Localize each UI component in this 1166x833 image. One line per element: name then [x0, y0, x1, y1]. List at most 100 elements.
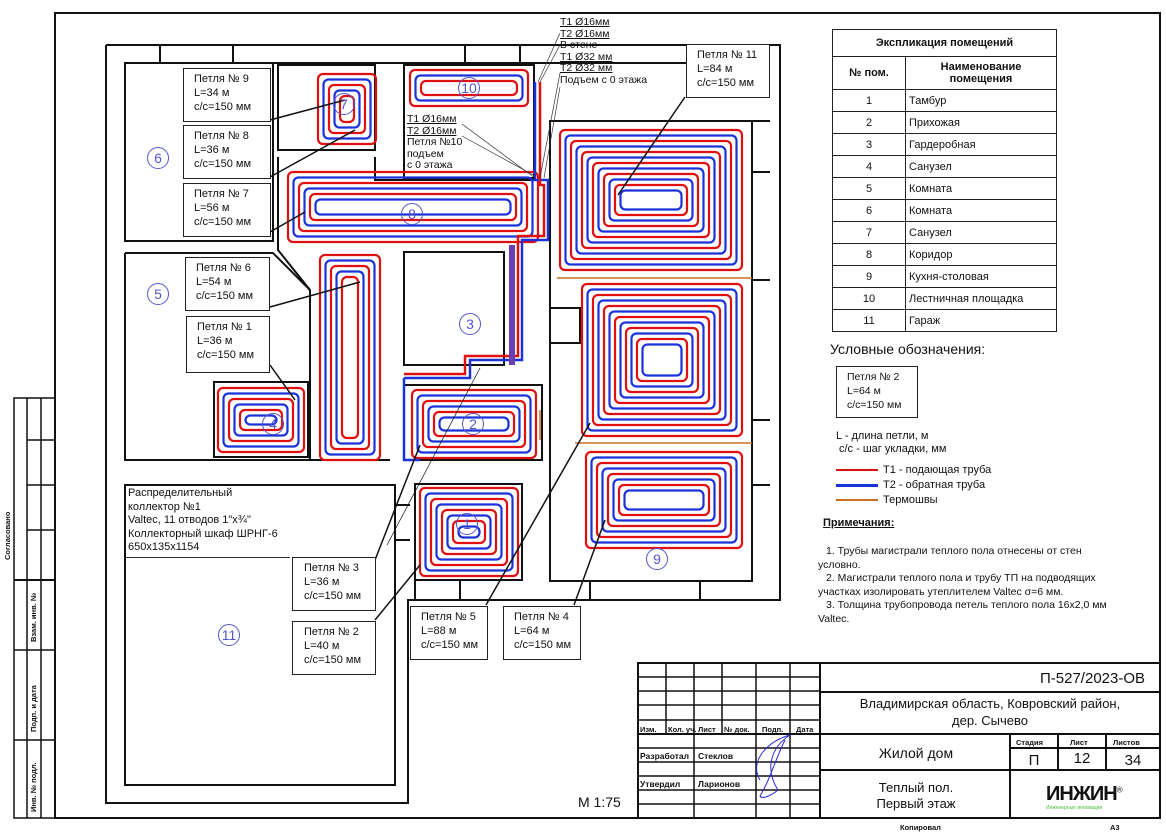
supply-pipe	[327, 83, 367, 135]
supply-pipe	[595, 461, 733, 539]
return-pipe	[590, 456, 738, 544]
loop-step: с/с=150 мм	[194, 158, 252, 170]
supply-pipe	[318, 253, 382, 462]
legend-return: Т2 - обратная труба	[836, 479, 985, 492]
legend-desc-cc: с/с - шаг укладки, мм	[839, 443, 947, 455]
col-header-name: Наименование помещения	[905, 56, 1057, 90]
loop-length: L=36 м	[304, 576, 340, 588]
loop-step: с/с=150 мм	[514, 639, 572, 651]
return-pipe	[597, 167, 705, 233]
loop-4	[216, 386, 306, 454]
annotation-line: Т1 Ø16мм	[407, 113, 457, 125]
loop-step: с/с=150 мм	[194, 216, 252, 228]
legend-return-text: Т2 - обратная труба	[883, 479, 986, 491]
note-item: 3. Толщина трубопровода петель теплого п…	[818, 599, 1107, 625]
sheets-value: 34	[1124, 752, 1142, 769]
loop-title: Петля № 2	[304, 626, 359, 638]
supply-pipe	[580, 282, 744, 438]
supply-pipe	[635, 337, 689, 383]
room-no: 11	[832, 309, 906, 332]
loop-length: L=88 м	[421, 625, 457, 637]
developed-label: Разработал	[640, 751, 690, 761]
annotation-line: Распределительный	[128, 487, 233, 499]
room-number-4: 4	[262, 413, 284, 435]
supply-pipe	[440, 508, 498, 556]
annotation-line: Подъем с 0 этажа	[560, 73, 648, 86]
loop-step: с/с=150 мм	[421, 639, 479, 651]
notes-title: Примечания:	[823, 517, 895, 529]
return-pipe	[292, 176, 534, 238]
room-number-5: 5	[147, 283, 169, 305]
sheet-label: Лист	[1070, 738, 1088, 747]
main-pipes	[402, 82, 550, 462]
supply-pipe	[408, 68, 530, 108]
col-list: Лист	[698, 725, 716, 734]
explication-table: Экспликация помещений № пом.Наименование…	[832, 29, 1057, 332]
loop-4b	[584, 450, 744, 550]
annotation-line: с 0 этажа	[407, 159, 453, 171]
return-pipe	[322, 78, 372, 140]
sheet-title-1: Теплый пол.	[878, 780, 954, 795]
room-number-2: 2	[462, 413, 484, 435]
logo-text: ИНЖИН	[1046, 783, 1118, 805]
return-pipe	[619, 189, 683, 211]
loop-title: Петля № 7	[194, 188, 249, 200]
side-field-inv: Инв. № подл.	[29, 762, 38, 812]
return-pipe	[435, 503, 503, 561]
supply-pipe	[580, 150, 722, 250]
legend-title: Условные обозначения:	[830, 341, 986, 357]
loop-step: с/с=150 мм	[194, 101, 252, 113]
room-number-3: 3	[459, 313, 481, 335]
loop-3	[418, 486, 520, 578]
copied-label: Копировал	[900, 823, 941, 832]
room-number-1: 1	[456, 513, 478, 535]
room-number-9: 9	[646, 548, 668, 570]
loop-title: Петля № 9	[194, 73, 249, 85]
room-number-7: 7	[333, 93, 355, 115]
supply-pipe	[613, 183, 689, 217]
supply-pipe	[432, 410, 516, 438]
supply-pipe	[591, 293, 733, 427]
loop-title: Петля № 11	[697, 49, 758, 61]
supply-pipe	[340, 275, 360, 440]
return-pipe	[608, 310, 716, 410]
side-field-replace: Взам. инв. №	[29, 592, 38, 642]
loop-step: с/с=150 мм	[847, 399, 902, 411]
thermal-joints	[539, 277, 752, 444]
return-pipe	[222, 392, 300, 448]
approved-label: Утвердил	[640, 779, 681, 789]
loop-step: с/с=150 мм	[304, 654, 362, 666]
room-number-8: 8	[401, 203, 423, 225]
annotation-line: коллектор №1	[128, 500, 201, 513]
loop-title: Петля № 8	[194, 130, 249, 142]
note-item: 1. Трубы магистрали теплого пола отнесен…	[818, 545, 1082, 571]
annotation-line: Т1 Ø16мм	[560, 16, 610, 28]
legend-joints-text: Термошвы	[883, 494, 938, 506]
loop-length: L=36 м	[197, 335, 233, 347]
logo-subtitle: Инженерные инновации	[1046, 805, 1103, 811]
annotation-line: Т2 Ø16мм	[407, 124, 457, 137]
walls	[105, 44, 781, 804]
supply-pipe	[429, 497, 509, 567]
room-number-11: 11	[218, 624, 240, 646]
supply-pipe	[624, 326, 700, 394]
annotation-line: Петля №10	[407, 136, 463, 148]
loop-length: L=64 м	[847, 385, 881, 397]
sheet-title-2: Первый этаж	[876, 796, 956, 811]
riser-leaders	[461, 32, 561, 179]
collector-annotation: Распределительный коллектор №1 Valtec, 1…	[128, 487, 278, 555]
joints-swatch	[836, 499, 878, 502]
loop-title: Петля № 2	[847, 371, 900, 383]
scale-label: М 1:75	[578, 794, 621, 810]
address-line-2: дер. Сычево	[952, 713, 1028, 728]
return-pipe	[623, 489, 705, 511]
loop-step: с/с=150 мм	[196, 290, 254, 302]
